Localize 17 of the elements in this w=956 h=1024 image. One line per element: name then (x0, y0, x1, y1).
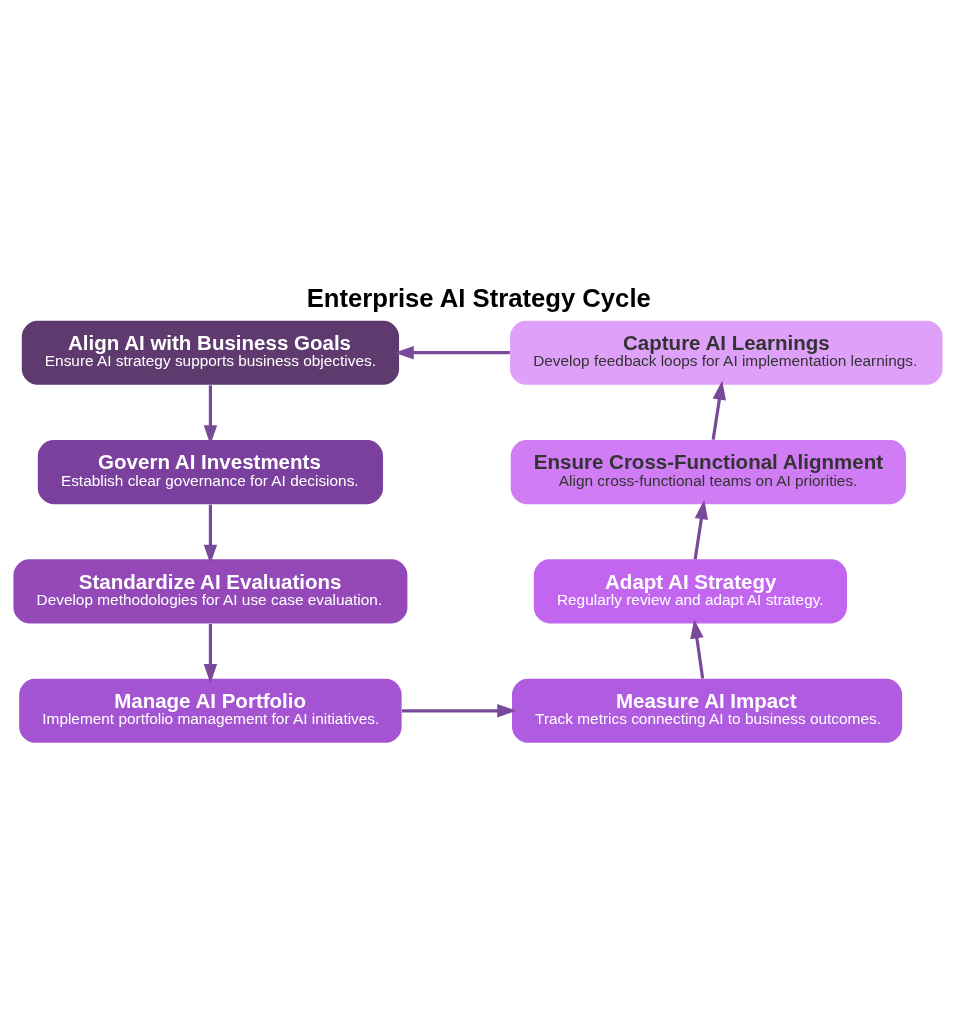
arrow (203, 384, 218, 445)
arrow (203, 504, 218, 564)
arrow (394, 345, 510, 359)
arrow (690, 618, 705, 679)
arrow (693, 499, 709, 559)
arrow (402, 703, 517, 718)
arrow (203, 623, 218, 683)
node-box: Manage AI Portfolio Implement portfolio management for AI initiatives. (19, 678, 402, 743)
diagram-title: Enterprise AI Strategy Cycle (306, 283, 651, 312)
arrow (711, 380, 726, 440)
node-box: Standardize AI Evaluations Develop methodologies for AI use case evaluation. (13, 558, 408, 623)
node-box: Adapt AI Strategy Regularly review and adapt AI strategy. (533, 558, 847, 623)
node-box: Ensure Cross-Functional Alignment Align cross-functional teams on AI priorities. (510, 439, 906, 504)
node-box: Measure AI Impact Track metrics connecting AI to business outcomes. (512, 678, 903, 743)
node-box: Align AI with Business Goals Ensure AI strategy supports business objectives. (21, 320, 400, 385)
node-box: Capture AI Learnings Develop feedback loops for AI implementation learnings. (510, 320, 943, 385)
node-box: Govern AI Investments Establish clear governance for AI decisions. (37, 439, 384, 504)
